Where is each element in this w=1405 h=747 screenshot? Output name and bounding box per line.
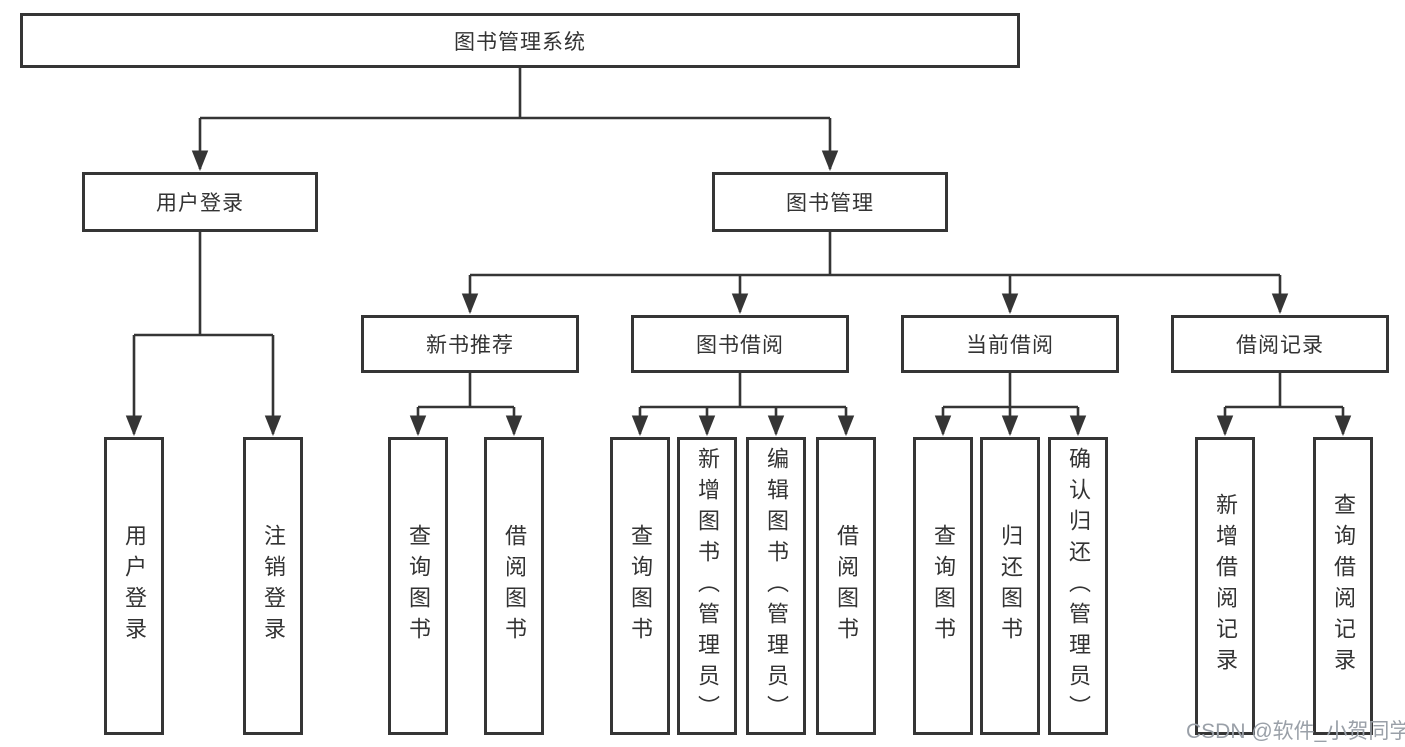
leaf-records-query-record: 查询借阅记录 xyxy=(1313,437,1373,735)
node-current-borrow: 当前借阅 xyxy=(901,315,1119,373)
leaf-borrow-borrow-book: 借阅图书 xyxy=(816,437,876,735)
leaf-borrow-query-book: 查询图书 xyxy=(610,437,670,735)
leaf-recommend-borrow-book: 借阅图书 xyxy=(484,437,544,735)
leaf-records-add-record: 新增借阅记录 xyxy=(1195,437,1255,735)
leaf-current-query-book: 查询图书 xyxy=(913,437,973,735)
leaf-borrow-add-book-admin: 新增图书（管理员） xyxy=(677,437,737,735)
leaf-user-login: 用户登录 xyxy=(104,437,164,735)
leaf-borrow-edit-book-admin: 编辑图书（管理员） xyxy=(746,437,806,735)
leaf-recommend-query-book: 查询图书 xyxy=(388,437,448,735)
node-new-book-recommend: 新书推荐 xyxy=(361,315,579,373)
leaf-logout: 注销登录 xyxy=(243,437,303,735)
node-library-system: 图书管理系统 xyxy=(20,13,1020,68)
node-user-login-branch: 用户登录 xyxy=(82,172,318,232)
leaf-current-confirm-return-admin: 确认归还（管理员） xyxy=(1048,437,1108,735)
watermark-text: CSDN @软件_小贺同学 xyxy=(1186,720,1405,743)
leaf-current-return-book: 归还图书 xyxy=(980,437,1040,735)
node-borrow-records: 借阅记录 xyxy=(1171,315,1389,373)
node-book-borrow: 图书借阅 xyxy=(631,315,849,373)
node-book-management: 图书管理 xyxy=(712,172,948,232)
